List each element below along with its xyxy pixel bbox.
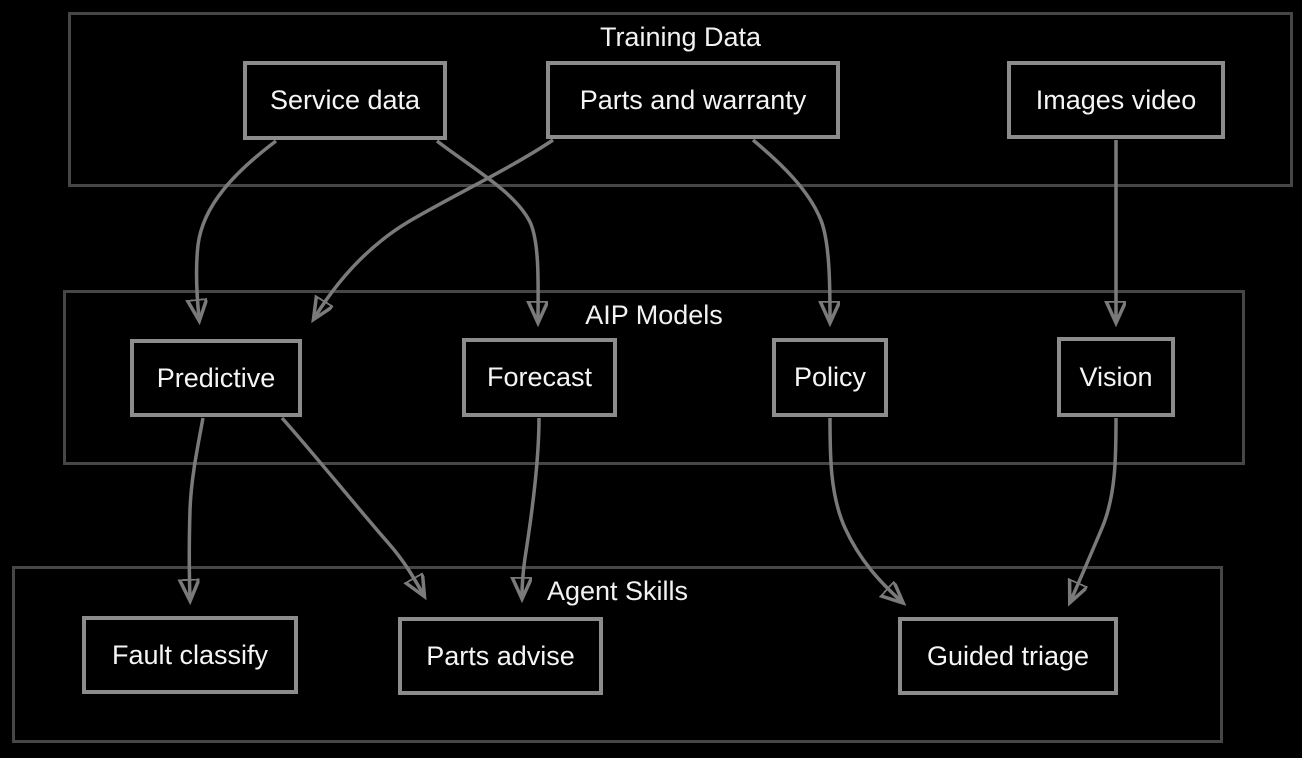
edge-service-data-predictive bbox=[196, 139, 278, 318]
cluster-aip-models: AIP Models bbox=[63, 290, 1245, 465]
node-vision: Vision bbox=[1057, 337, 1175, 417]
cluster-agent-skills-label: Agent Skills bbox=[546, 576, 689, 606]
node-parts-warranty: Parts and warranty bbox=[546, 61, 840, 139]
cluster-aip-models-label: AIP Models bbox=[585, 300, 723, 330]
node-policy: Policy bbox=[772, 338, 888, 417]
cluster-training-data: Training Data bbox=[68, 12, 1293, 187]
node-fault-classify: Fault classify bbox=[82, 616, 298, 694]
cluster-agent-skills: Agent Skills bbox=[12, 566, 1223, 743]
edge-service-data-forecast bbox=[435, 139, 538, 320]
edge-parts-warranty-policy bbox=[751, 138, 830, 320]
cluster-training-data-label: Training Data bbox=[599, 22, 762, 52]
node-service-data: Service data bbox=[243, 61, 447, 140]
node-predictive: Predictive bbox=[130, 339, 302, 417]
node-guided-triage: Guided triage bbox=[898, 617, 1118, 695]
node-forecast: Forecast bbox=[462, 338, 617, 417]
node-images-video: Images video bbox=[1007, 61, 1225, 139]
edge-policy-guided-triage bbox=[828, 417, 901, 601]
edge-parts-warranty-predictive bbox=[315, 138, 554, 317]
edge-predictive-parts-advise bbox=[280, 416, 423, 594]
edge-vision-guided-triage bbox=[1071, 417, 1118, 600]
edge-predictive-fault-classify bbox=[189, 417, 205, 598]
edge-forecast-parts-advise bbox=[522, 417, 541, 596]
node-parts-advise: Parts advise bbox=[398, 617, 603, 695]
